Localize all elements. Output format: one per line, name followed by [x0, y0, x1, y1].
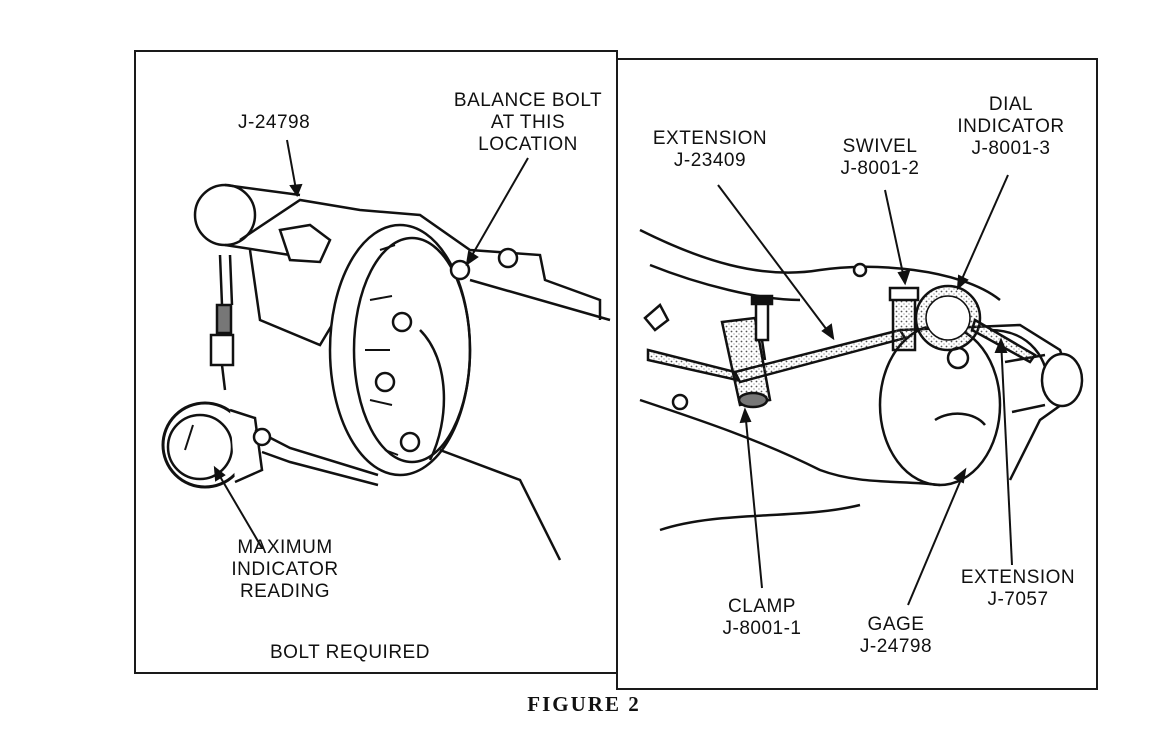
- bolt-required-label: BOLT REQUIRED: [270, 642, 430, 663]
- balance-bolt-line-3: LOCATION: [478, 134, 578, 155]
- clamp-line-1: CLAMP: [728, 596, 796, 617]
- extension-top-line-1: EXTENSION: [652, 128, 768, 149]
- clamp-assembly: [646, 284, 1037, 409]
- max-reading-line-3: READING: [239, 581, 331, 602]
- balance-bolt-label: BALANCE BOLT AT THIS LOCATION: [438, 90, 618, 156]
- swivel-label: SWIVEL J-8001-2: [830, 136, 930, 180]
- dial-indicator-line-3: J-8001-3: [971, 138, 1051, 159]
- figure-caption: FIGURE 2: [527, 692, 641, 716]
- gage-line-2: J-24798: [859, 636, 933, 657]
- clamp-label: CLAMP J-8001-1: [712, 596, 812, 640]
- extension-j7057-label: EXTENSION J-7057: [948, 567, 1088, 611]
- balance-bolt-line-2: AT THIS: [490, 112, 566, 133]
- dial-indicator-line-1: DIAL: [988, 94, 1034, 115]
- extension-top-line-2: J-23409: [673, 150, 747, 171]
- clamp-line-2: J-8001-1: [722, 618, 802, 639]
- max-reading-line-2: INDICATOR: [231, 559, 339, 580]
- dial-indicator-line-2: INDICATOR: [957, 116, 1065, 137]
- gage-label: GAGE J-24798: [846, 614, 946, 658]
- extension-right-line-1: EXTENSION: [960, 567, 1076, 588]
- axle-housing-drawing: [639, 228, 1084, 532]
- gage-line-1: GAGE: [867, 614, 925, 635]
- balance-bolt-line-1: BALANCE BOLT: [453, 90, 603, 111]
- max-reading-line-1: MAXIMUM: [237, 537, 333, 558]
- extension-right-line-2: J-7057: [987, 589, 1049, 610]
- dial-indicator-label: DIAL INDICATOR J-8001-3: [946, 94, 1076, 160]
- extension-j23409-label: EXTENSION J-23409: [640, 128, 780, 172]
- tool-label-j24798: J-24798: [238, 112, 311, 133]
- right-panel: [616, 58, 1098, 690]
- driveshaft-drawing: [161, 183, 611, 561]
- swivel-line-1: SWIVEL: [842, 136, 918, 157]
- swivel-line-2: J-8001-2: [840, 158, 920, 179]
- max-reading-label: MAXIMUM INDICATOR READING: [210, 537, 360, 603]
